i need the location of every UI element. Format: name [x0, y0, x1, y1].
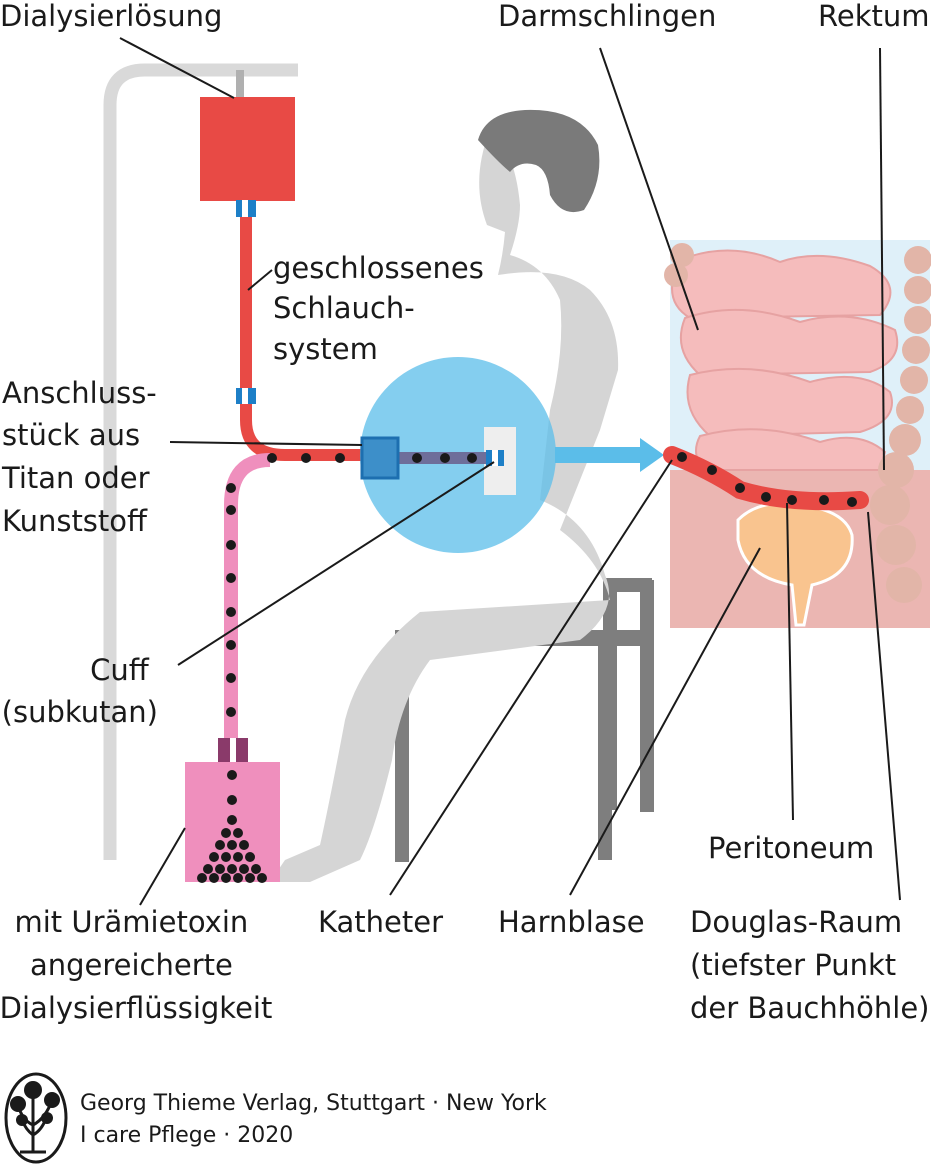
outflow-tube: [224, 453, 271, 740]
inflow-tube: [236, 217, 370, 461]
label-douglas: Douglas-Raum (tiefster Punkt der Bauchhö…: [690, 905, 929, 1025]
label-peritoneum: Peritoneum: [708, 831, 874, 865]
label-connector: Anschluss- stück aus Titan oder Kunststo…: [1, 376, 166, 538]
label-intestines: Darmschlingen: [498, 0, 716, 33]
label-tubing: geschlossenes Schlauch- system: [273, 251, 493, 366]
credit-publisher: Georg Thieme Verlag, Stuttgart · New Yor…: [80, 1091, 547, 1116]
chair: [395, 578, 654, 862]
credit-book: I care Pflege · 2020: [80, 1123, 293, 1148]
label-rectum: Rektum: [818, 0, 929, 33]
anatomy-inset: [663, 240, 931, 628]
label-bladder: Harnblase: [498, 905, 645, 939]
publisher-logo: [4, 1072, 68, 1164]
label-cuff: Cuff (subkutan): [2, 653, 158, 729]
label-dialysate: Dialysierlösung: [0, 0, 222, 33]
label-waste: mit Urämietoxin angereicherte Dialysierf…: [0, 905, 272, 1025]
connector-piece: [360, 436, 400, 480]
waste-bag: [185, 738, 280, 883]
leader-lines: [119, 37, 901, 906]
patient-silhouette: [270, 109, 619, 882]
dialysate-bag: [200, 97, 295, 217]
label-catheter: Katheter: [318, 905, 443, 939]
infusion-stand: [103, 63, 298, 860]
